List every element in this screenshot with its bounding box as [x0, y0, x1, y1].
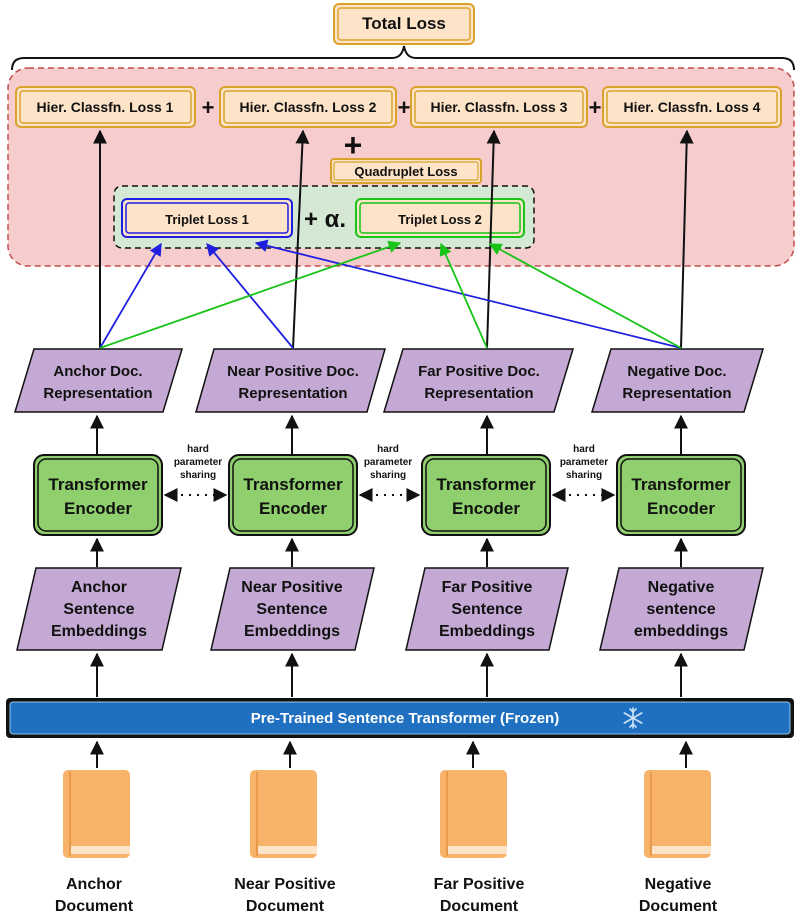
document-near-positive-line1: Near Positive [234, 876, 335, 893]
arrows-representations-to-hier-losses [93, 129, 694, 349]
hier-loss-box-4: Hier. Classfn. Loss 4 [602, 86, 782, 128]
embeddings-near-positive-line1: Near Positive [241, 579, 342, 596]
representation-near-positive-line1: Near Positive Doc. [227, 363, 359, 380]
sharing-link-1: hard parameter sharing [163, 444, 228, 502]
sharing-label-2b: parameter [364, 457, 412, 468]
representation-far-positive: Far Positive Doc. Representation [382, 348, 575, 413]
encoder-3-line1: Transformer [436, 475, 536, 494]
document-negative-line2: Document [639, 898, 718, 915]
pretrained-transformer-bar: Pre-Trained Sentence Transformer (Frozen… [6, 698, 794, 738]
arrows-documents-to-transformer [90, 740, 693, 768]
arrows-triplet-loss-2 [99, 240, 682, 349]
book-icon [250, 770, 317, 858]
representation-far-positive-line1: Far Positive Doc. [418, 363, 540, 380]
encoder-1-line1: Transformer [48, 475, 148, 494]
embeddings-negative-line2: sentence [646, 601, 715, 618]
book-icon [440, 770, 507, 858]
encoder-3-line2: Encoder [452, 499, 520, 518]
sharing-link-3: hard parameter sharing [551, 444, 616, 502]
embeddings-far-positive-line3: Embeddings [439, 623, 535, 640]
embeddings-anchor-line1: Anchor [71, 579, 127, 596]
triplet-loss-1-label: Triplet Loss 1 [165, 212, 249, 227]
representation-far-positive-line2: Representation [424, 385, 533, 402]
embeddings-anchor: Anchor Sentence Embeddings [16, 567, 182, 651]
representation-negative-line2: Representation [622, 385, 731, 402]
document-anchor-line2: Document [55, 898, 134, 915]
plus-sign-1: + [202, 95, 215, 120]
quadruplet-loss-box: Quadruplet Loss [330, 158, 482, 184]
hier-loss-box-3: Hier. Classfn. Loss 3 [410, 86, 588, 128]
sharing-label-2c: sharing [370, 470, 406, 481]
representation-anchor: Anchor Doc. Representation [13, 348, 184, 413]
encoder-4-line1: Transformer [631, 475, 731, 494]
embeddings-far-positive: Far Positive Sentence Embeddings [405, 567, 569, 651]
arrows-encoders-to-representations [90, 414, 688, 454]
document-far-positive-line1: Far Positive [434, 876, 525, 893]
hier-loss-box-1: Hier. Classfn. Loss 1 [15, 86, 196, 128]
transformer-encoder-3: Transformer Encoder [421, 454, 551, 536]
triplet-loss-1-box: Triplet Loss 1 [121, 198, 293, 238]
hier-loss-box-2: Hier. Classfn. Loss 2 [219, 86, 397, 128]
embeddings-anchor-line2: Sentence [63, 601, 134, 618]
encoder-4-line2: Encoder [647, 499, 715, 518]
representation-negative-line1: Negative Doc. [627, 363, 726, 380]
arrows-embeddings-to-encoders [90, 537, 688, 567]
embeddings-anchor-line3: Embeddings [51, 623, 147, 640]
sharing-label-1a: hard [187, 444, 209, 455]
book-icon [63, 770, 130, 858]
quadruplet-loss-label: Quadruplet Loss [354, 164, 457, 179]
plus-sign-2: + [398, 95, 411, 120]
encoder-1-line2: Encoder [64, 499, 132, 518]
sharing-label-1c: sharing [180, 470, 216, 481]
total-loss-box: Total Loss [333, 3, 475, 45]
embeddings-near-positive-line2: Sentence [256, 601, 327, 618]
hier-loss-label-1: Hier. Classfn. Loss 1 [37, 99, 174, 115]
document-anchor-line1: Anchor [66, 876, 122, 893]
embeddings-negative: Negative sentence embeddings [599, 567, 764, 651]
embeddings-far-positive-line1: Far Positive [442, 579, 533, 596]
embeddings-negative-line3: embeddings [634, 623, 728, 640]
embeddings-near-positive: Near Positive Sentence Embeddings [210, 567, 375, 651]
hier-loss-label-3: Hier. Classfn. Loss 3 [431, 99, 568, 115]
representation-near-positive-line2: Representation [238, 385, 347, 402]
embeddings-far-positive-line2: Sentence [451, 601, 522, 618]
plus-sign-3: + [589, 95, 602, 120]
hier-loss-label-4: Hier. Classfn. Loss 4 [624, 99, 761, 115]
sharing-label-2a: hard [377, 444, 399, 455]
sharing-label-3c: sharing [566, 470, 602, 481]
representation-anchor-line1: Anchor Doc. [53, 363, 142, 380]
book-icon [644, 770, 711, 858]
triplet-loss-2-box: Triplet Loss 2 [355, 198, 525, 238]
pretrained-transformer-label: Pre-Trained Sentence Transformer (Frozen… [251, 710, 559, 727]
snowflake-icon [623, 707, 643, 729]
document-far-positive-line2: Document [440, 898, 519, 915]
sharing-label-1b: parameter [174, 457, 222, 468]
total-loss-brace [11, 45, 795, 71]
transformer-encoder-1: Transformer Encoder [33, 454, 163, 536]
arrows-transformer-to-embeddings [90, 652, 688, 697]
alpha-operator: + α. [304, 206, 346, 233]
encoder-2-line2: Encoder [259, 499, 327, 518]
transformer-encoder-2: Transformer Encoder [228, 454, 358, 536]
embeddings-negative-line1: Negative [648, 579, 715, 596]
representation-near-positive: Near Positive Doc. Representation [195, 348, 386, 413]
transformer-encoder-4: Transformer Encoder [616, 454, 746, 536]
triplet-loss-2-label: Triplet Loss 2 [398, 212, 482, 227]
sharing-label-3a: hard [573, 444, 595, 455]
document-negative-line1: Negative [645, 876, 712, 893]
hier-loss-label-2: Hier. Classfn. Loss 2 [240, 99, 377, 115]
document-near-positive-line2: Document [246, 898, 325, 915]
plus-sign-quad: + [344, 127, 363, 163]
embeddings-near-positive-line3: Embeddings [244, 623, 340, 640]
representation-negative: Negative Doc. Representation [590, 348, 765, 413]
encoder-2-line1: Transformer [243, 475, 343, 494]
representation-anchor-line2: Representation [43, 385, 152, 402]
sharing-link-2: hard parameter sharing [358, 444, 421, 502]
total-loss-label: Total Loss [362, 14, 446, 33]
sharing-label-3b: parameter [560, 457, 608, 468]
